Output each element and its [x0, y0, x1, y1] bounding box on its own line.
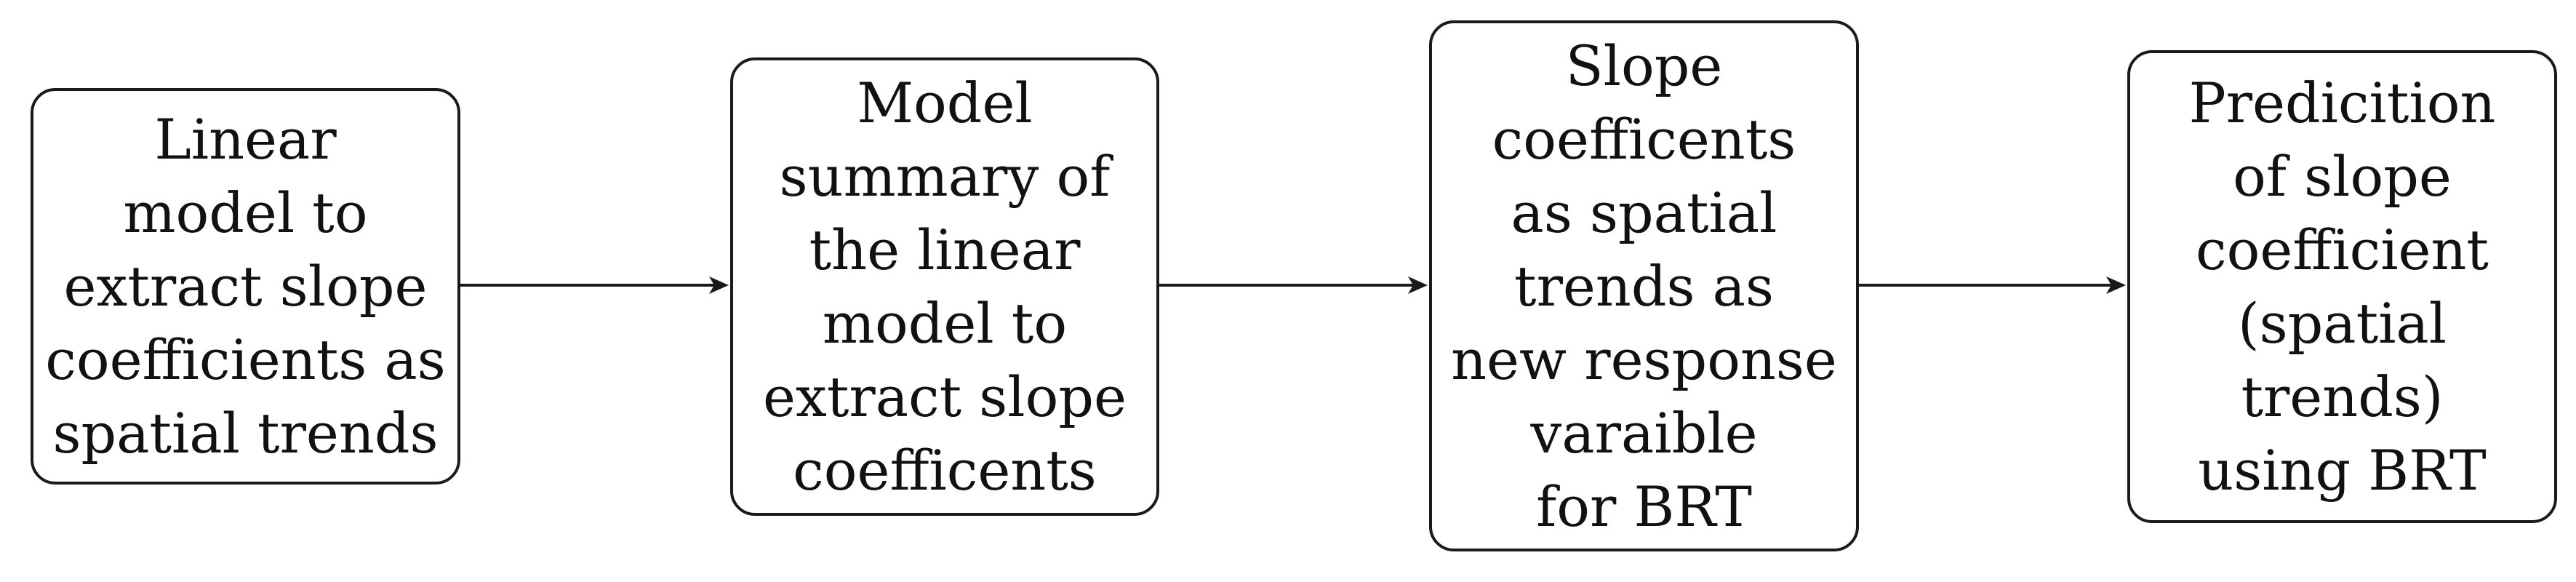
arrow-linear-to-summary: [460, 276, 729, 294]
node-text-line: Predicition: [2188, 71, 2496, 135]
node-text-line: Linear: [154, 107, 337, 172]
node-text-line: varaible: [1530, 400, 1758, 466]
node-text-line: extract slope: [763, 364, 1127, 429]
node-text-line: coefficient: [2196, 218, 2489, 282]
node-text-line: summary of: [779, 144, 1111, 209]
node-text-line: trends): [2241, 364, 2444, 429]
node-linear-model: Linear model to extract slope coefficien…: [31, 88, 460, 485]
node-text-line: as spatial: [1511, 180, 1777, 245]
node-text-line: new response: [1451, 327, 1837, 392]
node-text-line: of slope: [2233, 144, 2452, 209]
node-model-summary: Model summary of the linear model to ext…: [730, 57, 1159, 516]
node-text-line: coefficents: [1492, 106, 1796, 172]
arrow-slope-response-to-prediction: [1859, 276, 2126, 294]
node-slope-response: Slope coefficents as spatial trends as n…: [1429, 20, 1859, 551]
node-text-line: model to: [123, 180, 368, 245]
node-text-line: trends as: [1514, 253, 1774, 319]
node-text-line: spatial trends: [52, 401, 439, 466]
node-text-line: Model: [857, 71, 1033, 135]
node-text-line: using BRT: [2198, 438, 2487, 503]
arrow-summary-to-slope-response: [1159, 276, 1428, 294]
node-text-line: the linear: [809, 218, 1081, 282]
node-text-line: model to: [822, 291, 1068, 356]
node-text-line: coefficients as: [45, 327, 446, 392]
node-text-line: Slope: [1565, 33, 1723, 98]
node-brt-prediction: Predicition of slope coefficient (spatia…: [2127, 50, 2557, 523]
node-text-line: for BRT: [1536, 474, 1752, 539]
node-text-line: coefficents: [793, 438, 1097, 503]
node-text-line: extract slope: [63, 254, 428, 319]
node-text-line: (spatial: [2237, 291, 2447, 356]
